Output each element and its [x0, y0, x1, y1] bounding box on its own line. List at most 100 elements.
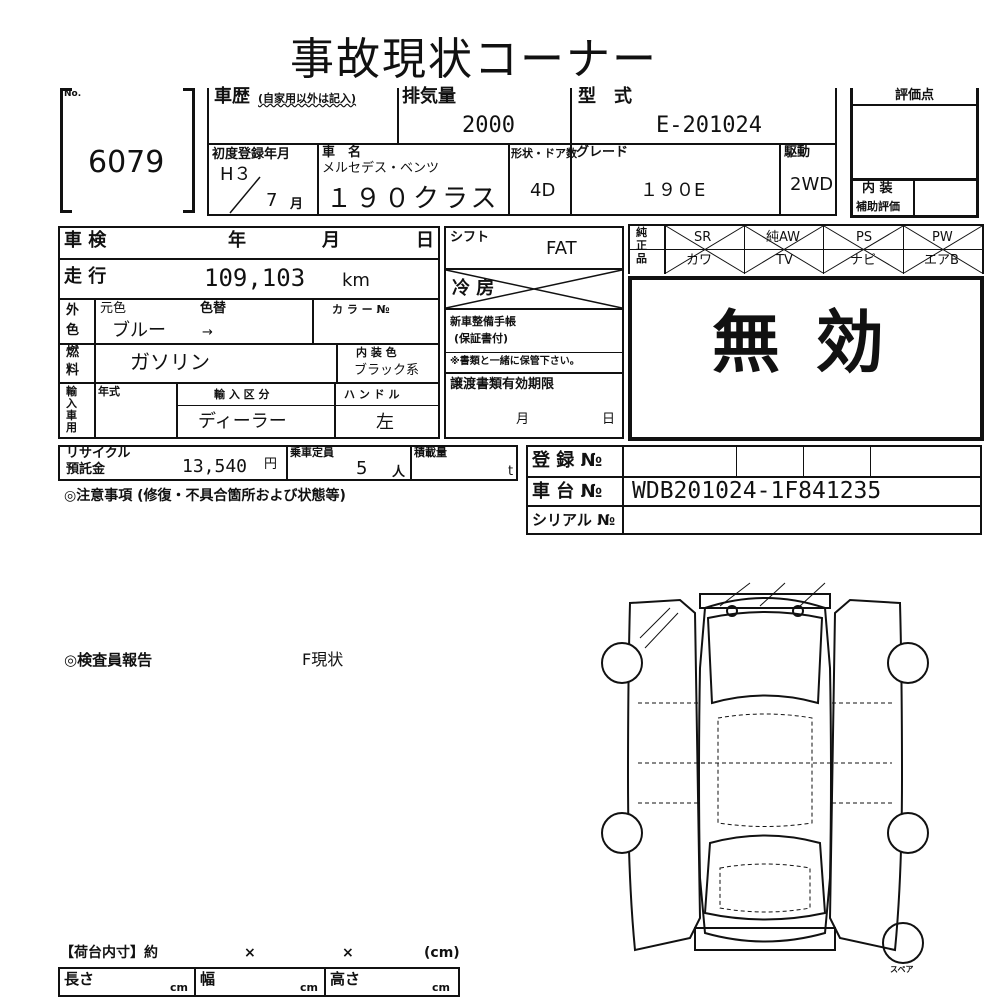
import-class-label: 輸 入 区 分 — [214, 388, 270, 401]
cargo-height-label: 高さ — [330, 970, 361, 988]
recycle-value: 13,540 — [182, 456, 248, 477]
equipment-label: 純正品 — [636, 226, 647, 265]
inspection-month: 月 — [322, 230, 340, 251]
recycle-unit: 円 — [264, 457, 278, 472]
mileage-value: 109,103 — [204, 264, 306, 292]
void-stamp: 無 効 — [712, 304, 890, 383]
car-name-label: 車 名 — [322, 145, 362, 160]
fuel-label-a: 燃 — [66, 345, 80, 360]
doors-value: 4D — [530, 180, 556, 201]
displacement-label: 排気量 — [402, 86, 456, 107]
notes-label: ◎注意事項 (修復・不具合箇所および状態等) — [64, 488, 346, 504]
color-value: ブルー — [112, 320, 166, 341]
shift-label: シフト — [450, 230, 490, 245]
cargo-label: 【荷台内寸】約 — [60, 945, 158, 961]
handle-value: 左 — [376, 412, 394, 433]
color-orig-label: 元色 — [100, 301, 127, 316]
ac-label: 冷 房 — [452, 278, 495, 299]
displacement-value: 2000 — [462, 113, 515, 138]
shift-value: FAT — [546, 238, 577, 259]
transfer-label: 譲渡書類有効期限 — [450, 377, 555, 392]
grade-value: １９０E — [640, 180, 706, 201]
fuel-value: ガソリン — [130, 350, 210, 374]
page-title: 事故現状コーナー — [290, 34, 658, 85]
first-reg-era: H３ — [220, 164, 252, 185]
model-type-label: 型 式 — [578, 86, 632, 107]
spare-label: スペア — [890, 965, 914, 974]
first-reg-label: 初度登録年月 — [212, 147, 291, 162]
first-reg-month: 7 — [266, 190, 278, 211]
equipment-item-aw: 純AW — [766, 230, 801, 245]
history-label: 車歴 — [214, 86, 250, 107]
recycle-label-a: リサイクル — [66, 446, 131, 461]
equipment-item-pw: PW — [932, 230, 953, 245]
serial-label: シリアル № — [532, 511, 616, 529]
inspection-year: 年 — [228, 230, 246, 251]
mileage-unit: km — [342, 270, 370, 291]
load-label: 積載量 — [414, 446, 447, 459]
cargo-height-unit: cm — [432, 981, 450, 994]
score-label: 評価点 — [895, 88, 935, 103]
cargo-x2: × — [342, 945, 354, 961]
capacity-unit: 人 — [392, 465, 406, 480]
chassis-value: WDB201024-1F841235 — [632, 478, 882, 504]
import-year-label: 年式 — [98, 385, 120, 398]
grade-label: グレード — [576, 145, 629, 160]
warranty-note: ※書類と一緒に保管下さい。 — [450, 356, 580, 367]
registration-label: 登 録 № — [532, 450, 603, 471]
equipment-strike-lines — [665, 225, 983, 274]
equipment-item-tv: TV — [776, 253, 793, 268]
equipment-item-navi: ナビ — [850, 253, 877, 268]
transfer-month: 月 — [516, 412, 530, 427]
capacity-value: 5 — [356, 458, 368, 479]
cargo-unit: (cm) — [424, 945, 460, 961]
car-maker: メルセデス・ベンツ — [322, 161, 440, 176]
load-unit: t — [508, 464, 514, 479]
inspector-value: F現状 — [302, 650, 344, 669]
cargo-length-label: 長さ — [64, 970, 95, 988]
warranty-label-b: (保証書付) — [454, 332, 509, 345]
import-class-value: ディーラー — [198, 411, 287, 432]
color-code-label: カ ラ ー № — [332, 303, 390, 316]
color-arrow: → — [202, 325, 213, 340]
inspection-label: 車 検 — [64, 230, 107, 251]
handle-label: ハ ン ド ル — [344, 388, 400, 401]
car-model: １９０クラス — [326, 184, 500, 214]
color-repaint-label: 色替 — [200, 301, 227, 316]
equipment-item-sr: SR — [694, 230, 712, 245]
import-label: 輸入車用 — [66, 385, 77, 434]
cargo-length-unit: cm — [170, 981, 188, 994]
first-reg-month-unit: 月 — [290, 197, 304, 212]
first-reg-slash — [229, 176, 261, 214]
recycle-label-b: 預託金 — [66, 462, 106, 477]
inspection-day: 日 — [416, 230, 434, 251]
warranty-label-a: 新車整備手帳 — [450, 315, 516, 328]
mileage-label: 走 行 — [64, 266, 107, 287]
equipment-item-ps: PS — [856, 230, 873, 245]
color-label-a: 外 — [66, 303, 80, 318]
cargo-width-unit: cm — [300, 981, 318, 994]
interior-color-label: 内 装 色 — [356, 346, 397, 359]
color-label-b: 色 — [66, 323, 80, 338]
history-note: (自家用以外は記入) — [258, 92, 357, 105]
ac-cross — [445, 269, 623, 309]
drive-label: 駆動 — [784, 145, 811, 160]
chassis-label: 車 台 № — [532, 481, 603, 502]
number-label: No. — [64, 89, 82, 99]
capacity-label: 乗車定員 — [290, 446, 334, 459]
fuel-label-b: 料 — [66, 363, 80, 378]
equipment-item-airbag: エアB — [924, 253, 959, 268]
number-value: 6079 — [88, 145, 165, 180]
model-type-value: E-201024 — [656, 113, 762, 138]
interior-color-value: ブラック系 — [354, 363, 420, 378]
drive-value: 2WD — [790, 174, 834, 195]
interior-score-label: 内 装 — [862, 181, 893, 196]
void-stamp-box — [628, 276, 984, 441]
cargo-x1: × — [244, 945, 256, 961]
transfer-day: 日 — [602, 412, 616, 427]
car-diagram — [601, 582, 929, 964]
inspector-label: ◎検査員報告 — [64, 651, 153, 669]
cargo-width-label: 幅 — [200, 970, 216, 988]
doors-label: 形状・ドア数 — [511, 147, 577, 160]
interior-score-sub: 補助評価 — [856, 200, 900, 213]
